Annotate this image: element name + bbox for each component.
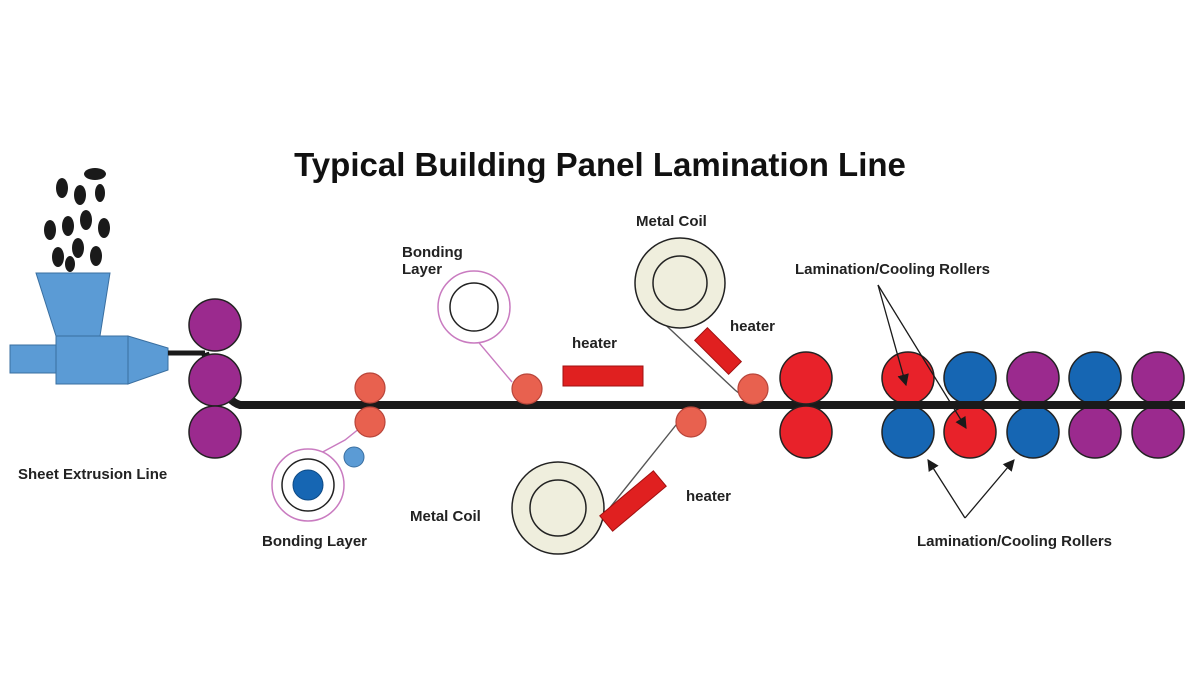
label-metal-coil-top: Metal Coil <box>636 213 707 230</box>
label-heater-bottom: heater <box>686 488 732 505</box>
heaters <box>562 326 743 532</box>
label-heater-top-right: heater <box>730 318 776 335</box>
arrow-bottom-right <box>964 459 1015 519</box>
bonding-nip-rollers <box>354 372 769 438</box>
label-bonding-layer-bottom: Bonding Layer <box>262 533 368 550</box>
extruder-barrel <box>55 335 129 385</box>
heater-left <box>562 365 644 387</box>
cooling-roller-2-bottom <box>943 405 997 459</box>
cooling-roller-3-top <box>1006 351 1060 405</box>
lamination-roller-bottom <box>779 405 833 459</box>
cooling-roller-1-bottom <box>881 405 935 459</box>
bottom-bonding-roll <box>271 448 345 522</box>
calender-rollers <box>188 298 242 459</box>
lamination-roller-top <box>779 351 833 405</box>
top-bonding-roll <box>437 270 511 344</box>
label-lamination-rollers-top: Lamination/Cooling Rollers <box>795 261 991 278</box>
cooling-roller-2-top <box>943 351 997 405</box>
cooling-roller-5-top <box>1131 351 1185 405</box>
arrow-top-right <box>877 284 967 429</box>
bottom-metal-guide-roller <box>675 406 707 438</box>
bonding-guide-roller <box>343 446 365 468</box>
label-bonding-layer-top: Bonding Layer <box>402 244 463 279</box>
plastic-pellets <box>44 168 110 272</box>
cooling-roller-4-top <box>1068 351 1122 405</box>
bonding-nip-roller-bottom <box>354 406 386 438</box>
calender-roller-middle <box>188 353 242 407</box>
calender-roller-bottom <box>188 405 242 459</box>
top-metal-guide-roller <box>737 373 769 405</box>
top-film-guide-roller <box>511 373 543 405</box>
top-metal-coil <box>634 237 726 329</box>
label-heater-left: heater <box>572 335 618 352</box>
cooling-roller-1-top <box>881 351 935 405</box>
arrow-bottom-left <box>927 459 966 519</box>
callout-arrows <box>877 284 1015 519</box>
arrow-top-left <box>877 284 909 387</box>
cooling-roller-5-bottom <box>1131 405 1185 459</box>
lamination-rollers <box>779 351 833 459</box>
extruder-die <box>127 335 169 385</box>
extruder-hopper <box>35 272 111 337</box>
extruder-motor <box>9 344 59 374</box>
cooling-roller-4-bottom <box>1068 405 1122 459</box>
diagram-title: Typical Building Panel Lamination Line <box>294 146 906 183</box>
label-sheet-extrusion: Sheet Extrusion Line <box>18 466 168 483</box>
sheet-extruder <box>9 272 169 385</box>
heater-bottom <box>599 470 667 532</box>
cooling-roller-3-bottom <box>1006 405 1060 459</box>
calender-roller-top <box>188 298 242 352</box>
label-lamination-rollers-bottom: Lamination/Cooling Rollers <box>917 533 1113 550</box>
label-metal-coil-bottom: Metal Coil <box>410 508 481 525</box>
bottom-metal-coil <box>511 461 605 555</box>
bonding-nip-roller-top <box>354 372 386 404</box>
heater-top-right <box>693 326 743 376</box>
